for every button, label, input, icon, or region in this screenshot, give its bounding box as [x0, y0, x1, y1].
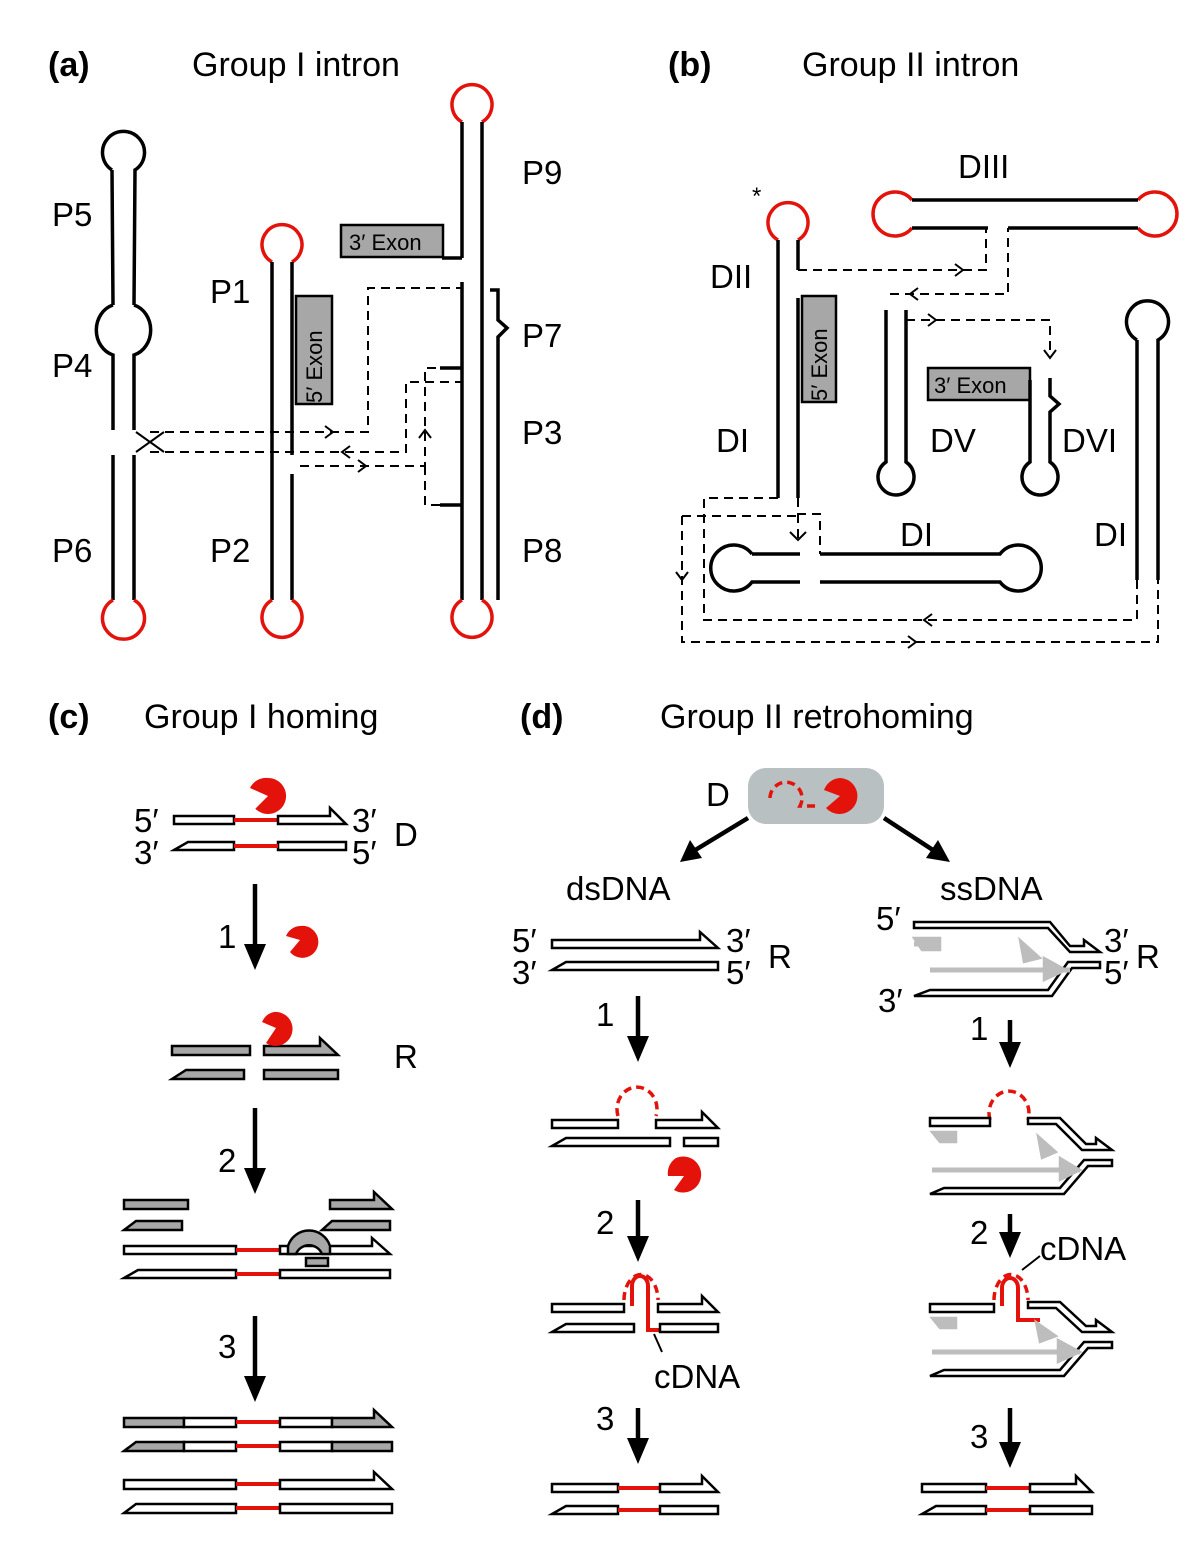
exon-5-box-b — [800, 294, 838, 404]
branch-dsdna: dsDNA — [566, 870, 671, 907]
cdna-label-right: cDNA — [1040, 1230, 1126, 1267]
panel-c: (c) Group I homing 5′ 3′ 3′ 5′ D 1 — [48, 698, 418, 1515]
end-3-bottom-ss: 3′ — [878, 982, 903, 1019]
label-dv: DV — [930, 422, 976, 459]
step-2-d-right: 2 — [970, 1214, 988, 1251]
tertiary-contacts — [135, 287, 462, 506]
label-dii: DII — [710, 258, 752, 295]
exon-3-box-b — [926, 366, 1032, 402]
end-3-top-ss: 3′ — [1104, 922, 1129, 959]
label-p4: P4 — [52, 347, 92, 384]
end-3-top-d: 3′ — [726, 922, 751, 959]
dsdna-product — [547, 1472, 722, 1516]
step-1-c: 1 — [218, 918, 236, 955]
panel-b-title: Group II intron — [802, 46, 1019, 84]
strand-invasion-c — [119, 1189, 396, 1280]
end-5-bottom-ss: 5′ — [1104, 954, 1129, 991]
stem-di-right — [1124, 299, 1171, 580]
ssdna-step1 — [928, 1089, 1116, 1196]
label-p3: P3 — [522, 414, 562, 451]
star-mark: * — [752, 183, 761, 210]
panel-a-letter: (a) — [48, 46, 90, 84]
donor-label-d: D — [706, 776, 730, 813]
recipient-label-ss: R — [1136, 938, 1160, 975]
label-p2: P2 — [210, 532, 250, 569]
panel-d: (d) Group II retrohoming D dsDNA ssDNA 5… — [512, 698, 1160, 1516]
donor-dna-c — [169, 777, 350, 852]
donor-label-c: D — [394, 816, 418, 853]
end-5-top-ss: 5′ — [876, 900, 901, 937]
label-p9: P9 — [522, 154, 562, 191]
end-5-bottom-d: 5′ — [726, 954, 751, 991]
exon-3-label-b: 3′ Exon — [934, 373, 1007, 398]
stem-dii-di: 5′ Exon — [766, 201, 838, 498]
step-3-d-left: 3 — [596, 1400, 614, 1437]
dsdna-step1 — [547, 1085, 722, 1193]
panel-a-title: Group I intron — [192, 46, 400, 84]
donor-rnp-d — [748, 768, 884, 824]
exon-3-label: 3′ Exon — [349, 230, 422, 255]
panel-b: (b) Group II intron * 5′ Exon 3′ Exo — [668, 46, 1179, 649]
ssdna-recipient — [911, 920, 1104, 998]
panel-b-letter: (b) — [668, 46, 711, 84]
label-diii: DIII — [958, 148, 1009, 185]
stem-di-horizontal — [709, 543, 1043, 593]
panel-c-title: Group I homing — [144, 698, 378, 736]
tertiary-contacts-b — [675, 228, 1159, 649]
stem-p1-p2: 5′ Exon — [260, 223, 334, 639]
end-5-top-d: 5′ — [512, 922, 537, 959]
label-p7: P7 — [522, 317, 562, 354]
end-3-top-c: 3′ — [352, 802, 377, 839]
exon-5-box — [294, 294, 334, 406]
label-p8: P8 — [522, 532, 562, 569]
end-5-top-c: 5′ — [134, 802, 159, 839]
end-5-bottom-c: 5′ — [352, 834, 377, 871]
products-c — [120, 1407, 396, 1515]
dsdna-recipient — [547, 929, 722, 972]
label-p5: P5 — [52, 196, 92, 233]
panel-c-letter: (c) — [48, 698, 90, 736]
label-di-right: DI — [1094, 516, 1127, 553]
step-2-d-left: 2 — [596, 1204, 614, 1241]
label-di-horizontal: DI — [900, 516, 933, 553]
label-dvi: DVI — [1062, 422, 1117, 459]
panel-d-title: Group II retrohoming — [660, 698, 974, 736]
panel-d-letter: (d) — [520, 698, 563, 736]
exon-3-box — [339, 223, 445, 259]
panel-a: (a) Group I intron 5′ Exon — [48, 46, 562, 641]
stem-diii — [871, 190, 1179, 238]
step-3-d-right: 3 — [970, 1418, 988, 1455]
step-3-c: 3 — [218, 1328, 236, 1365]
exon-5-label-b: 5′ Exon — [807, 328, 832, 401]
dsdna-step2 — [547, 1272, 722, 1353]
ssdna-step2 — [928, 1255, 1116, 1378]
cdna-label-left: cDNA — [654, 1358, 740, 1395]
step-1-d-left: 1 — [596, 996, 614, 1033]
recipient-label-d: R — [768, 938, 792, 975]
label-di-stem: DI — [716, 422, 749, 459]
label-p6: P6 — [52, 532, 92, 569]
step-1-d-right: 1 — [970, 1010, 988, 1047]
recipient-label-c: R — [394, 1038, 418, 1075]
step-2-c: 2 — [218, 1142, 236, 1179]
ssdna-product — [917, 1472, 1096, 1516]
recipient-dna-c — [167, 1011, 342, 1081]
end-3-bottom-d: 3′ — [512, 954, 537, 991]
label-p1: P1 — [210, 273, 250, 310]
branch-ssdna: ssDNA — [940, 870, 1043, 907]
stem-p9-p8: 3′ Exon — [339, 83, 510, 639]
stem-dvi: 3′ Exon — [926, 366, 1062, 497]
stem-p5-p6 — [94, 129, 153, 641]
exon-5-label: 5′ Exon — [302, 330, 327, 403]
end-3-bottom-c: 3′ — [134, 834, 159, 871]
stem-dv — [876, 310, 916, 497]
